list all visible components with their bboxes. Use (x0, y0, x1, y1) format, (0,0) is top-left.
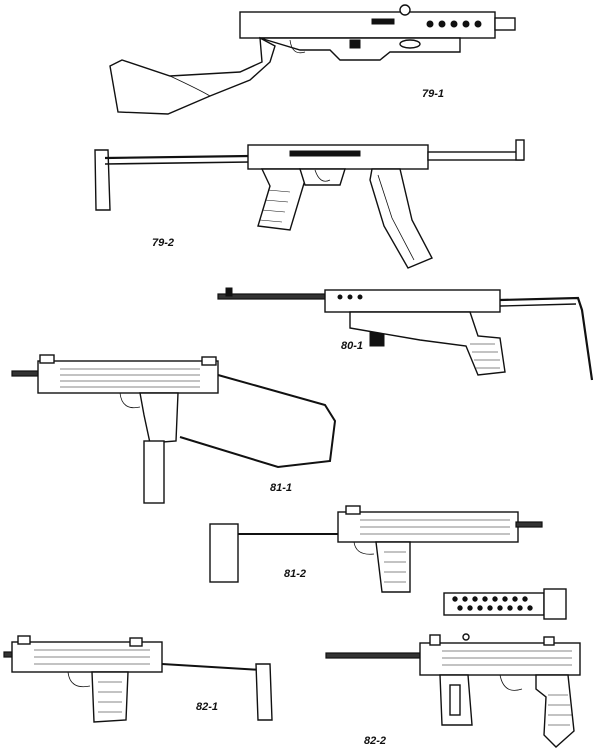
figure-caption: 82-2 (364, 735, 387, 747)
figure-82-1-drawing (3, 635, 273, 723)
figure-82-2-drawing (325, 588, 581, 748)
figure-80-1: 80-1 (0, 280, 600, 381)
figure-caption: 81-2 (284, 568, 307, 580)
figure-caption: 80-1 (341, 340, 364, 352)
figure-caption: 79-2 (152, 237, 175, 249)
figure-82-1: 82-1 (0, 620, 300, 740)
figure-caption: 82-1 (196, 701, 219, 713)
figure-81-2-drawing (209, 505, 543, 593)
figure-81-1-drawing (11, 354, 337, 504)
figure-79-2: 79-2 (0, 130, 600, 275)
figure-80-1-drawing (217, 287, 594, 381)
figure-79-2-drawing (94, 139, 525, 269)
figure-79-1-drawing (109, 4, 516, 115)
figure-caption: 81-1 (270, 482, 293, 494)
figure-79-1: 79-1 (0, 0, 600, 130)
figure-81-2: 81-2 (0, 500, 600, 600)
figure-81-1: 81-1 (0, 345, 600, 510)
figure-caption: 79-1 (422, 88, 445, 100)
figure-82-2: 82-2 (300, 585, 600, 750)
